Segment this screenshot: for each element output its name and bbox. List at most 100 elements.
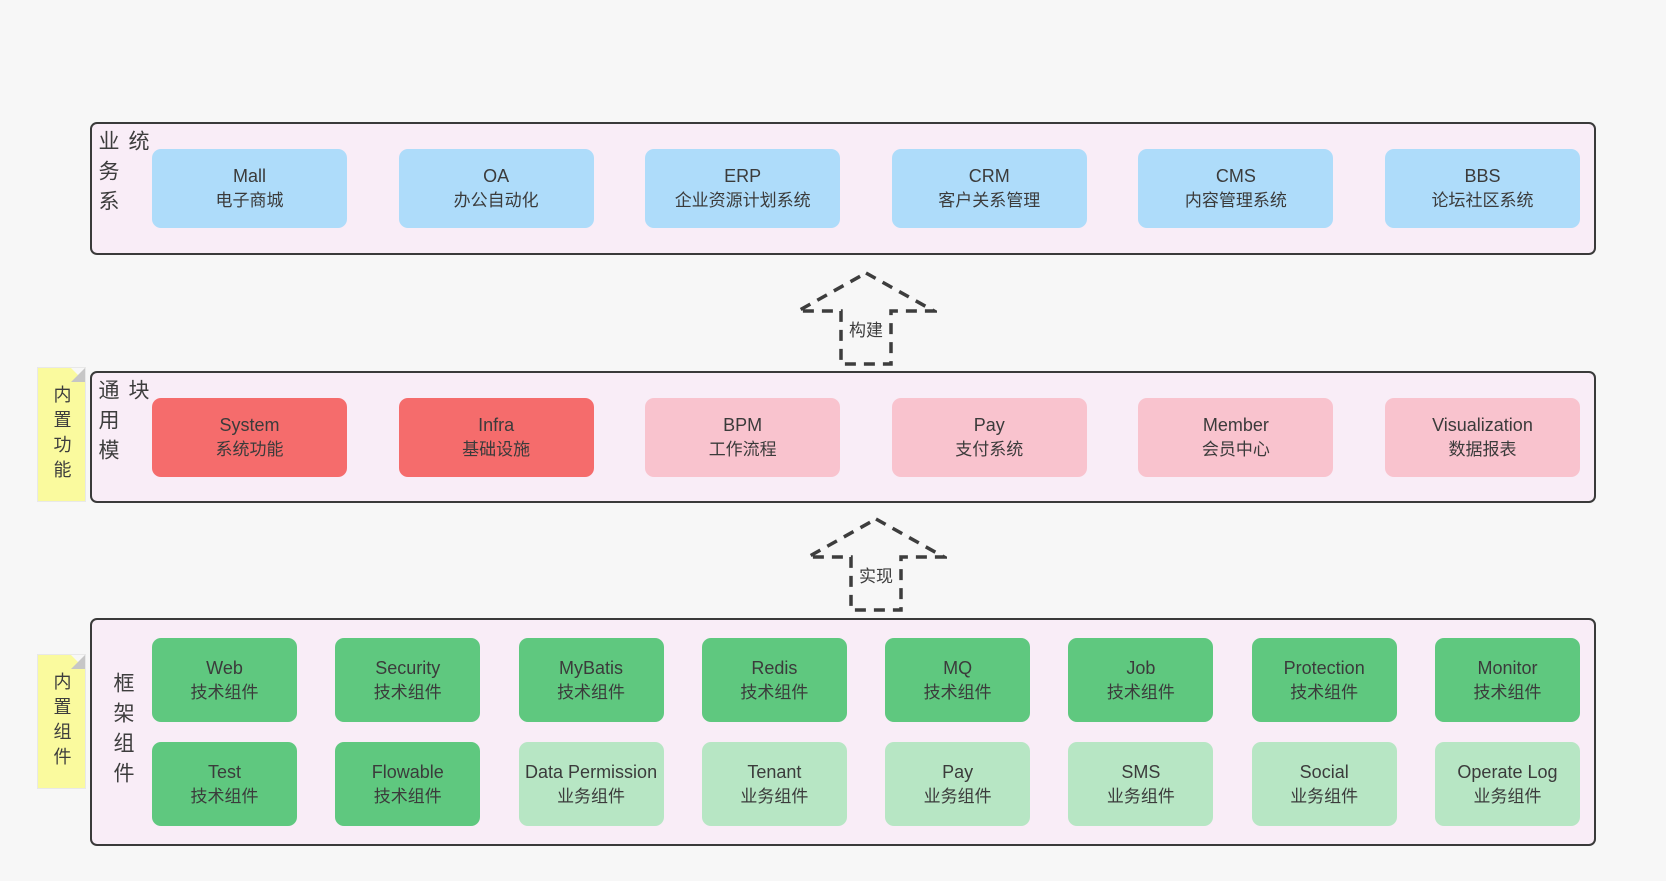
box-title: Visualization xyxy=(1432,414,1533,435)
box-subtitle: 业务组件 xyxy=(1473,786,1542,806)
component-box-test: Test 技术组件 xyxy=(152,742,297,826)
sticky-note-built-in-components: 内置组件 xyxy=(38,655,85,788)
box-title: Redis xyxy=(751,657,798,678)
box-subtitle: 客户关系管理 xyxy=(938,191,1041,211)
note-text: 内置组件 xyxy=(51,671,72,772)
note-text: 内置功能 xyxy=(51,384,72,485)
box-subtitle: 业务组件 xyxy=(1290,786,1359,806)
box-subtitle: 业务组件 xyxy=(557,786,626,806)
box-subtitle: 数据报表 xyxy=(1448,439,1517,459)
box-subtitle: 技术组件 xyxy=(1473,682,1542,702)
box-title: SMS xyxy=(1121,761,1161,782)
box-subtitle: 电子商城 xyxy=(215,191,284,211)
box-subtitle: 系统功能 xyxy=(215,439,284,459)
box-title: BBS xyxy=(1464,166,1501,187)
box-title: Protection xyxy=(1283,657,1365,678)
system-box-bbs: BBS 论坛社区系统 xyxy=(1384,149,1580,228)
box-subtitle: 技术组件 xyxy=(923,682,992,702)
sticky-note-built-in-features: 内置功能 xyxy=(38,368,85,501)
up-arrow-icon xyxy=(795,270,937,366)
box-subtitle: 业务组件 xyxy=(923,786,992,806)
component-box-security: Security 技术组件 xyxy=(335,638,481,722)
component-row-2: Test 技术组件 Flowable 技术组件 Data Permission … xyxy=(152,742,1580,826)
box-title: Job xyxy=(1126,657,1156,678)
module-box-member: Member 会员中心 xyxy=(1138,397,1334,477)
box-subtitle: 企业资源计划系统 xyxy=(674,191,811,211)
component-box-mq: MQ 技术组件 xyxy=(885,638,1031,722)
box-subtitle: 内容管理系统 xyxy=(1184,191,1287,211)
box-subtitle: 技术组件 xyxy=(1290,682,1359,702)
module-boxes-row: System 系统功能 Infra 基础设施 BPM 工作流程 Pay 支付系统… xyxy=(152,373,1594,501)
box-subtitle: 工作流程 xyxy=(708,439,777,459)
component-box-mybatis: MyBatis 技术组件 xyxy=(518,638,664,722)
component-box-flowable: Flowable 技术组件 xyxy=(335,742,481,826)
up-arrow-icon xyxy=(805,516,947,612)
box-title: Monitor xyxy=(1477,657,1538,678)
system-box-cms: CMS 内容管理系统 xyxy=(1138,149,1334,228)
box-title: MyBatis xyxy=(559,657,624,678)
box-title: ERP xyxy=(724,166,762,187)
layer-modules-label: 通用模块 xyxy=(96,379,149,469)
box-subtitle: 支付系统 xyxy=(955,439,1024,459)
component-box-sms: SMS 业务组件 xyxy=(1068,742,1214,826)
component-box-job: Job 技术组件 xyxy=(1068,638,1214,722)
component-box-pay: Pay 业务组件 xyxy=(885,742,1031,826)
system-box-mall: Mall 电子商城 xyxy=(152,149,347,228)
layer-common-modules: 通用模块 System 系统功能 Infra 基础设施 BPM 工作流程 Pay… xyxy=(90,371,1596,503)
box-subtitle: 技术组件 xyxy=(1106,682,1175,702)
box-title: CMS xyxy=(1215,166,1256,187)
layer-business-systems: 业务系统 Mall 电子商城 OA 办公自动化 ERP 企业资源计划系统 CRM… xyxy=(90,122,1596,255)
box-title: Test xyxy=(207,761,241,782)
box-title: MQ xyxy=(943,657,973,678)
box-title: BPM xyxy=(723,414,763,435)
box-subtitle: 技术组件 xyxy=(190,786,259,806)
box-subtitle: 技术组件 xyxy=(190,682,259,702)
system-box-erp: ERP 企业资源计划系统 xyxy=(645,149,841,228)
box-title: Security xyxy=(375,657,441,678)
box-subtitle: 技术组件 xyxy=(373,682,442,702)
box-title: Web xyxy=(206,657,243,678)
box-title: Tenant xyxy=(747,761,802,782)
component-box-tenant: Tenant 业务组件 xyxy=(701,742,847,826)
module-box-visualization: Visualization 数据报表 xyxy=(1384,397,1580,477)
component-box-data-permission: Data Permission 业务组件 xyxy=(518,742,664,826)
box-title: Member xyxy=(1202,414,1269,435)
box-subtitle: 技术组件 xyxy=(373,786,442,806)
system-box-crm: CRM 客户关系管理 xyxy=(891,149,1087,228)
box-title: Flowable xyxy=(371,761,444,782)
component-box-operate-log: Operate Log 业务组件 xyxy=(1434,742,1580,826)
module-box-bpm: BPM 工作流程 xyxy=(645,397,841,477)
box-subtitle: 业务组件 xyxy=(740,786,809,806)
module-box-pay: Pay 支付系统 xyxy=(891,397,1087,477)
box-title: Pay xyxy=(973,414,1005,435)
box-title: OA xyxy=(483,166,510,187)
box-title: System xyxy=(219,414,280,435)
box-title: CRM xyxy=(968,166,1010,187)
component-box-web: Web 技术组件 xyxy=(152,638,297,722)
component-box-protection: Protection 技术组件 xyxy=(1251,638,1397,722)
arrow-label-implement: 实现 xyxy=(856,562,896,587)
layer-components-label: 框架组件 xyxy=(111,672,134,792)
box-subtitle: 技术组件 xyxy=(557,682,626,702)
box-title: Operate Log xyxy=(1457,761,1558,782)
up-arrow-build: 构建 xyxy=(795,270,937,367)
note-fold-icon xyxy=(71,655,85,669)
box-subtitle: 会员中心 xyxy=(1201,439,1270,459)
box-title: Data Permission xyxy=(525,761,658,782)
component-boxes: Web 技术组件 Security 技术组件 MyBatis 技术组件 Redi… xyxy=(152,620,1594,844)
box-subtitle: 基础设施 xyxy=(462,439,531,459)
module-box-infra: Infra 基础设施 xyxy=(398,397,594,477)
up-arrow-implement: 实现 xyxy=(805,516,947,613)
component-box-social: Social 业务组件 xyxy=(1251,742,1397,826)
business-boxes-row: Mall 电子商城 OA 办公自动化 ERP 企业资源计划系统 CRM 客户关系… xyxy=(152,124,1594,253)
box-subtitle: 业务组件 xyxy=(1106,786,1175,806)
box-title: Pay xyxy=(942,761,974,782)
layer-framework-components: 框架组件 Web 技术组件 Security 技术组件 MyBatis 技术组件… xyxy=(90,618,1596,846)
arrow-label-build: 构建 xyxy=(846,316,886,341)
system-box-oa: OA 办公自动化 xyxy=(398,149,594,228)
box-subtitle: 办公自动化 xyxy=(453,191,539,211)
box-title: Mall xyxy=(232,166,266,187)
box-subtitle: 论坛社区系统 xyxy=(1431,191,1534,211)
box-subtitle: 技术组件 xyxy=(740,682,809,702)
component-box-redis: Redis 技术组件 xyxy=(701,638,847,722)
